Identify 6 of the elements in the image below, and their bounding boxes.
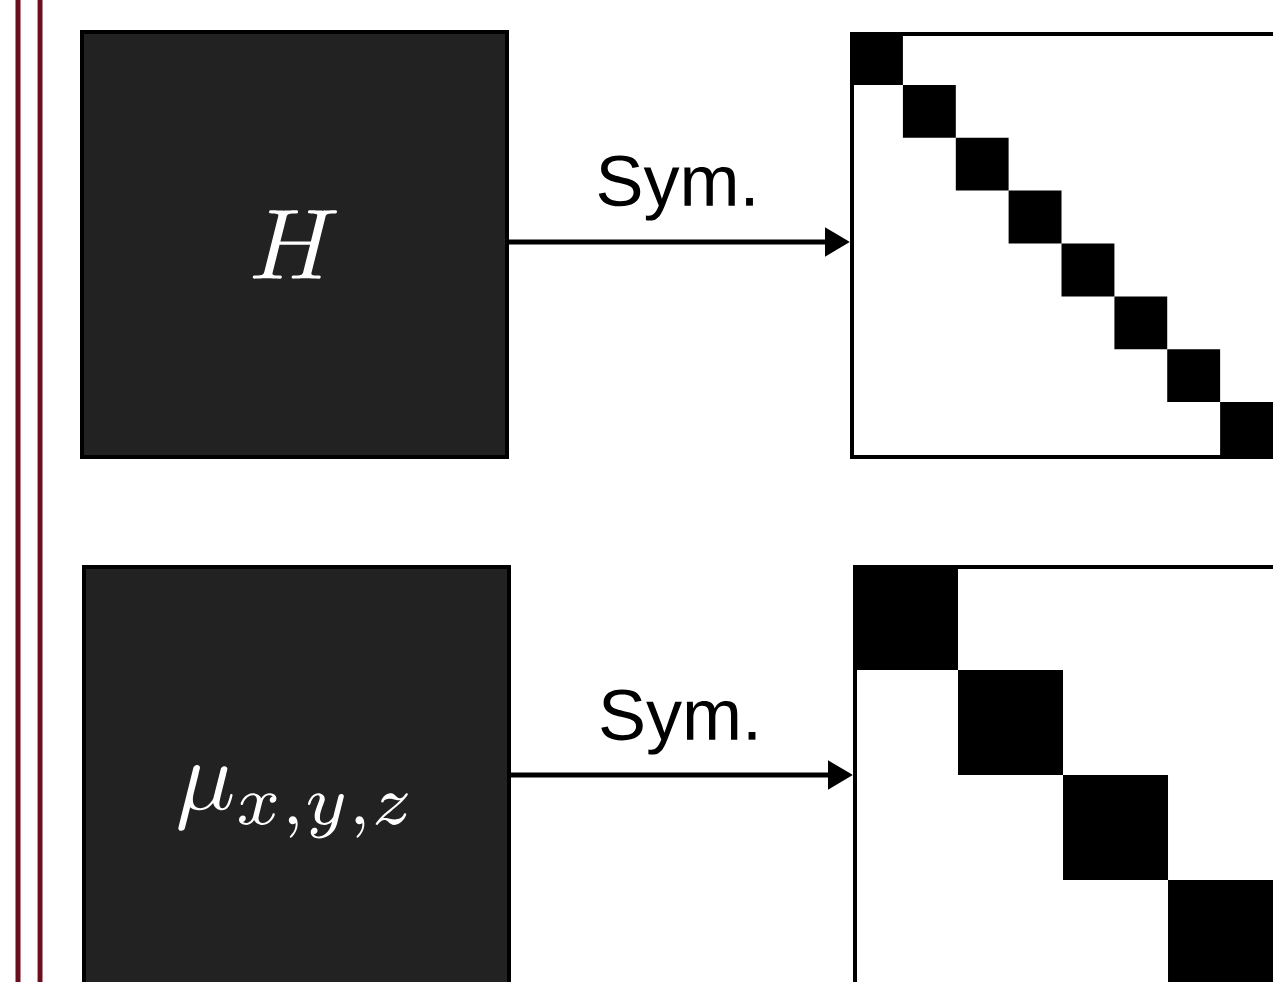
edge-label: Sym. bbox=[593, 153, 762, 223]
symbol-box: $H$ bbox=[80, 30, 509, 459]
matrix-drawing bbox=[850, 32, 1273, 459]
matrix-drawing bbox=[853, 565, 1273, 982]
edge-label: Sym. bbox=[596, 687, 764, 757]
symbol-box: $\mu_{x,y,z}$ bbox=[82, 565, 511, 982]
